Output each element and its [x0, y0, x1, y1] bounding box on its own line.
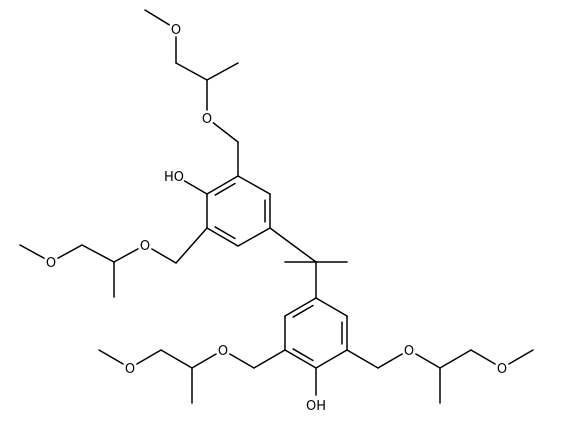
bond-o5-c8 — [191, 353, 217, 369]
aromatic-bond-lower-1 — [292, 304, 314, 318]
bond-c11-c12 — [439, 349, 472, 369]
bond-c4-o3 — [151, 248, 177, 264]
bond-o2-c3 — [212, 122, 239, 143]
aromatic-bond-lower-2 — [292, 348, 314, 362]
bond-r3-c4 — [175, 227, 208, 264]
bond-m1-o1 — [144, 9, 170, 26]
ether-oxygen-label: O — [46, 256, 56, 271]
ether-oxygen-label: O — [171, 23, 181, 38]
bond-r3-r4 — [206, 227, 239, 247]
ether-oxygen-label: O — [404, 344, 414, 359]
bond-c7-o5 — [229, 353, 255, 369]
bond-r4-r5 — [237, 227, 271, 247]
bond-o4-m2 — [19, 244, 45, 259]
bond-s3-s4 — [284, 349, 317, 369]
bond-s5-c10 — [346, 349, 379, 369]
bond-c9-o6 — [136, 349, 162, 365]
ether-oxygen-label: O — [140, 239, 150, 254]
bond-r6-r1 — [237, 175, 271, 195]
bond-c5-c6 — [81, 244, 115, 263]
bond-group — [19, 9, 534, 404]
bond-r1-r2 — [206, 175, 239, 195]
atom-label-group: O O O O O O O O HO OH — [46, 23, 507, 414]
bond-o3-c5 — [113, 248, 139, 263]
ether-oxygen-label: O — [125, 362, 135, 377]
bond-o6-m3 — [98, 349, 124, 365]
bond-c6-o4 — [57, 244, 83, 259]
hydroxyl-label-top: HO — [164, 170, 184, 185]
bond-c2-me1 — [206, 62, 239, 81]
bond-c1-c2 — [175, 62, 208, 81]
ether-oxygen-label: O — [218, 344, 228, 359]
bond-r5-q — [269, 227, 317, 263]
bond-s3-c7 — [253, 349, 286, 369]
bond-c8-c9 — [160, 349, 193, 369]
bond-o7-c11 — [415, 353, 441, 369]
bond-o8-m4 — [508, 349, 534, 365]
bond-r2-oh1 — [183, 180, 208, 195]
aromatic-bond-upper-1 — [214, 182, 236, 196]
bond-s6-s1 — [315, 297, 348, 317]
bond-s4-s5 — [315, 349, 348, 369]
bond-c12-o8 — [470, 349, 496, 365]
ether-oxygen-label: O — [497, 362, 507, 377]
aromatic-bond-upper-2 — [214, 226, 236, 240]
ether-oxygen-label: O — [202, 112, 212, 127]
bond-s1-s2 — [284, 297, 317, 317]
bond-c10-o7 — [377, 353, 403, 369]
hydroxyl-label-bottom: OH — [306, 399, 326, 414]
